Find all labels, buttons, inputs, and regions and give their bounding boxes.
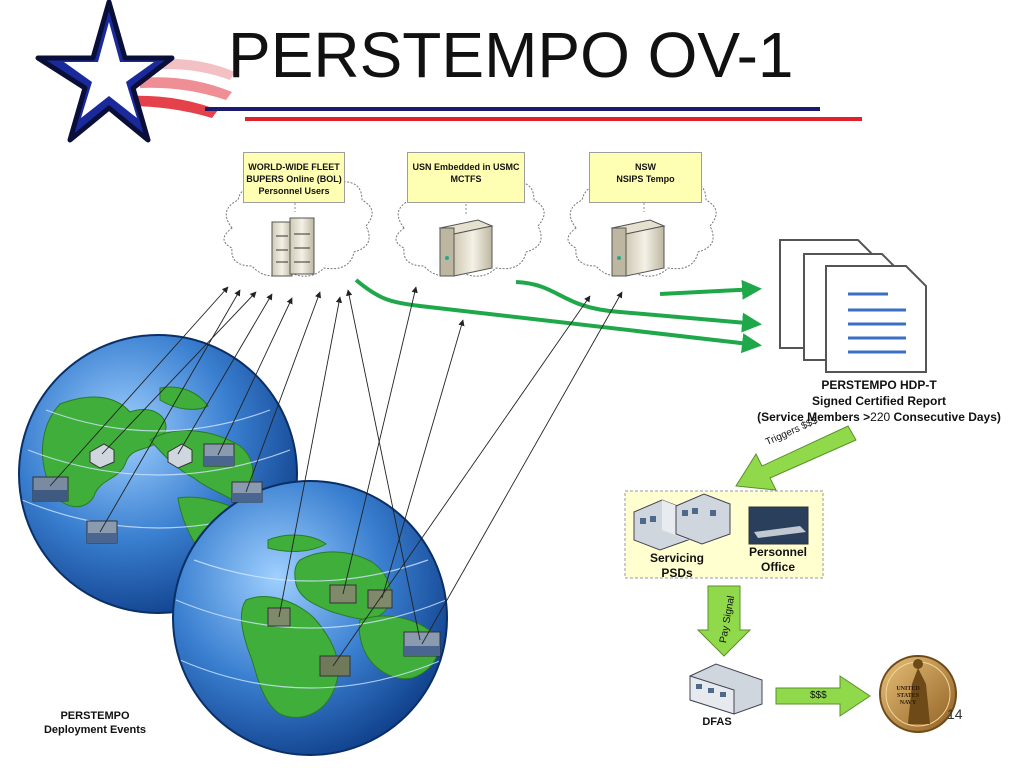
day-threshold: 220 [870,410,891,424]
dfas-building-icon [689,663,763,715]
system-box-mctfs: USN Embedded in USMC MCTFS [407,152,525,203]
triggers-arrow [735,425,857,491]
system-box-bol: WORLD-WIDE FLEET BUPERS Online (BOL) Per… [243,152,345,203]
seal-text: UNITED STATES NAVY [896,686,920,706]
title-stripe-red [245,117,862,121]
report-documents-icon [779,239,927,373]
money-label: $$$ [810,690,827,701]
server-tower-icon [610,219,666,277]
report-subtitle: Signed Certified Report [811,394,946,408]
personnel-office-label: Personnel Office [748,545,808,574]
deployment-events-label: PERSTEMPO Deployment Events [43,710,147,736]
deployment-photo-icons [32,443,441,677]
report-criteria: (Service Members >220 Consecutive Days) [757,410,1001,424]
page-title: PERSTEMPO OV-1 [228,19,794,91]
navy-star-logo [35,0,235,143]
navy-seal-icon [879,655,957,733]
dfas-label: DFAS [702,716,732,728]
aircraft-carrier-photo [748,506,809,545]
event-arrows [49,286,623,667]
data-flow-arrow [354,278,762,354]
data-flow-arrow [659,279,762,300]
money-arrow [775,675,871,717]
data-flow-arrow [515,280,762,333]
psd-building-icon [633,493,731,551]
page-number: 14 [947,706,963,722]
globe-africa-europe [172,480,448,756]
psd-label: Servicing PSDs [649,551,705,580]
title-stripe-navy [205,107,820,111]
report-title: PERSTEMPO HDP-T [821,378,937,392]
report-caption: PERSTEMPO HDP-T Signed Certified Report … [748,377,1010,425]
server-tower-icon [438,219,494,277]
system-box-nsips: NSW NSIPS Tempo [589,152,702,203]
pay-signal-arrow [696,585,752,657]
server-rack-icon [271,217,315,277]
